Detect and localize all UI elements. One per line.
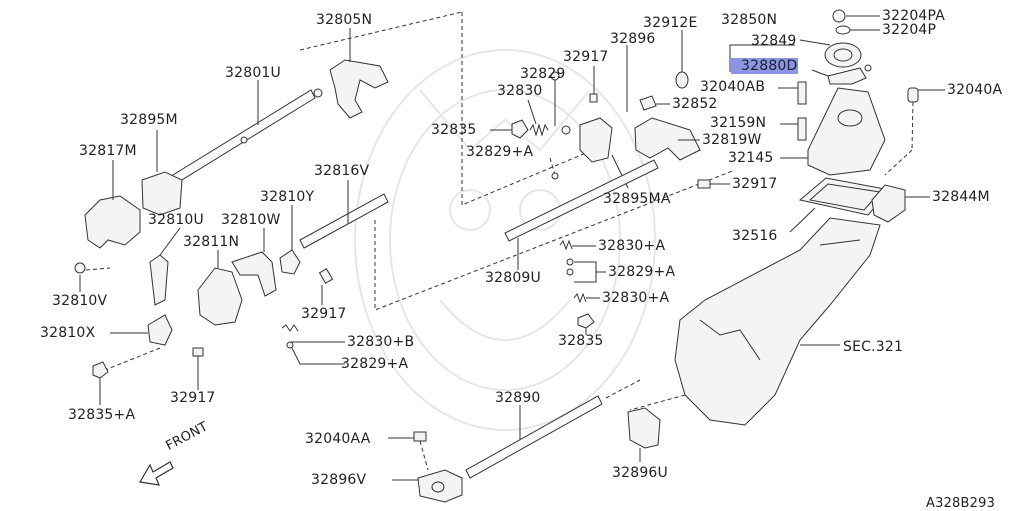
- label-32849: 32849: [751, 33, 797, 49]
- label-32809U: 32809U: [485, 270, 541, 286]
- fork-32811N: [197, 267, 243, 326]
- label-32850N: 32850N: [721, 12, 778, 28]
- label-32896V: 32896V: [311, 472, 367, 488]
- arm-32810U: [149, 254, 169, 306]
- label-32829A-mid: 32829+A: [466, 144, 534, 160]
- spring-32830B: [281, 324, 299, 332]
- lever-32880D: [827, 67, 867, 85]
- label-32829A-left: 32829+A: [341, 356, 409, 372]
- housing-32145: [807, 87, 886, 176]
- watermark-emblem: [354, 49, 656, 431]
- pin-32917-right: [697, 179, 711, 189]
- label-32829A-2: 32829+A: [608, 264, 676, 280]
- label-32810X: 32810X: [40, 325, 96, 341]
- label-32810Y: 32810Y: [260, 189, 315, 205]
- rod-32890: [465, 395, 603, 479]
- plug-32835-lower: [577, 313, 595, 329]
- label-32835: 32835: [431, 122, 477, 138]
- label-32917-a: 32917: [301, 306, 347, 322]
- label-32817M: 32817M: [79, 143, 137, 159]
- label-32917-c: 32917: [563, 49, 609, 65]
- fork-32819W: [634, 117, 701, 161]
- plug-32835A: [92, 361, 109, 379]
- label-32835A: 32835+A: [68, 407, 136, 423]
- label-32040AB: 32040AB: [700, 79, 766, 95]
- pin-32917-lower: [192, 347, 204, 357]
- bracket-32844M: [871, 184, 906, 223]
- bolt-32810V: [74, 262, 86, 274]
- spring-32830A-2: [573, 292, 587, 304]
- bushing-32849: [824, 42, 862, 68]
- bolt-32040AB: [797, 81, 807, 105]
- block-32895M: [141, 171, 183, 216]
- clip-32204PA: [832, 9, 846, 23]
- label-32040AA: 32040AA: [305, 431, 371, 447]
- label-32810V: 32810V: [52, 293, 108, 309]
- label-32159N: 32159N: [710, 115, 767, 131]
- fork-32817M: [84, 195, 141, 249]
- label-32912E: 32912E: [643, 15, 698, 31]
- pin-32917-top: [589, 93, 598, 103]
- label-32890: 32890: [495, 390, 541, 406]
- label-32895M: 32895M: [120, 112, 178, 128]
- spring-32830: [529, 123, 549, 137]
- ring-32204P: [835, 25, 851, 35]
- label-32040A: 32040A: [947, 82, 1003, 98]
- bolt-32040A: [907, 87, 919, 103]
- label-32830: 32830: [497, 83, 543, 99]
- label-32810U: 32810U: [148, 212, 204, 228]
- label-32829: 32829: [520, 66, 566, 82]
- block-32896U: [627, 407, 661, 449]
- pin-32917: [318, 268, 334, 284]
- label-32801U: 32801U: [225, 65, 281, 81]
- label-32810W: 32810W: [221, 212, 281, 228]
- label-32917-d: 32917: [732, 176, 778, 192]
- spring-32830A-1: [559, 239, 573, 251]
- shift-rod-32801U: [167, 88, 323, 187]
- label-32896: 32896: [610, 31, 656, 47]
- label-32204PA: 32204PA: [882, 8, 946, 24]
- label-32811N: 32811N: [183, 234, 240, 250]
- label-32516: 32516: [732, 228, 778, 244]
- rod-32816V: [299, 193, 389, 249]
- label-32880D: 32880D: [731, 58, 798, 74]
- label-32895MA: 32895MA: [603, 191, 671, 207]
- knuckle-32896V: [417, 469, 463, 503]
- label-SEC321: SEC.321: [843, 339, 904, 355]
- label-32830A-1: 32830+A: [598, 238, 666, 254]
- label-32917-b: 32917: [170, 390, 216, 406]
- fork-32805N: [329, 59, 389, 119]
- pin-32159N: [797, 117, 807, 141]
- pin-32852: [639, 95, 657, 111]
- bolt-32040AA: [413, 431, 427, 442]
- front-arrow-icon: [139, 461, 174, 486]
- label-32204P: 32204P: [882, 22, 937, 38]
- label-32852: 32852: [672, 96, 718, 112]
- diagram-code: A328B293: [926, 496, 996, 511]
- ball-32829A: [286, 341, 294, 349]
- label-32835-b: 32835: [558, 333, 604, 349]
- label-32830A-2: 32830+A: [602, 290, 670, 306]
- block-32896: [579, 117, 613, 163]
- bracket-32810Y: [279, 249, 301, 275]
- plug-32835: [511, 119, 529, 139]
- label-32830B: 32830+B: [347, 334, 415, 350]
- washer-32912E: [675, 71, 689, 89]
- lever-32810X: [147, 314, 173, 346]
- label-32816V: 32816V: [314, 163, 370, 179]
- transmission-case-SEC321: [674, 217, 881, 426]
- label-32896U: 32896U: [612, 465, 668, 481]
- label-32819W: 32819W: [702, 132, 762, 148]
- label-32805N: 32805N: [316, 12, 373, 28]
- label-32844M: 32844M: [932, 189, 990, 205]
- rod-32809U: [504, 159, 659, 242]
- label-32145: 32145: [728, 150, 774, 166]
- bracket-32810W: [231, 251, 277, 297]
